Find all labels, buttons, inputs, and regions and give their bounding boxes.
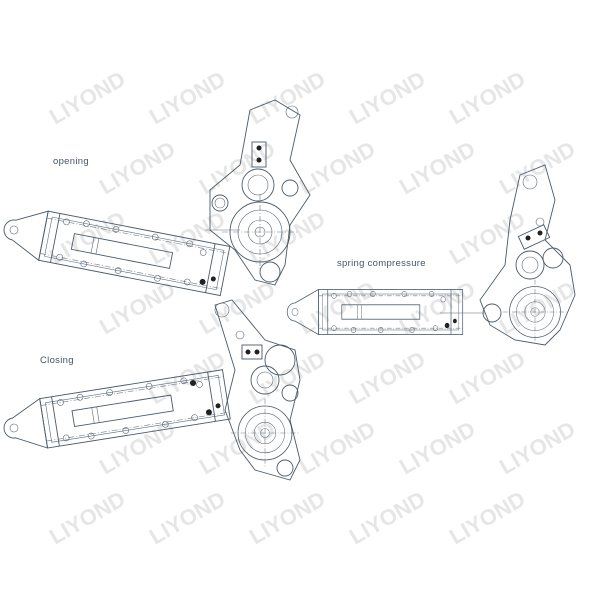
watermark-word: LIYOND (495, 276, 579, 339)
watermark-word: LIYOND (195, 276, 279, 339)
watermark-word: LIYOND (95, 416, 179, 479)
watermark-word: LIYOND (295, 416, 379, 479)
closing-crank-plate (214, 299, 301, 481)
watermark-word: LIYOND (295, 136, 379, 199)
watermark-word: LIYOND (445, 346, 529, 409)
watermark-word: LIYOND (345, 346, 429, 409)
watermark-word: LIYOND (445, 486, 529, 549)
watermark-word: LIYOND (45, 486, 129, 549)
opening-mechanism (0, 99, 311, 297)
watermark-word: LIYOND (495, 416, 579, 479)
watermark-word: LIYOND (95, 136, 179, 199)
closing-mechanism (0, 299, 301, 481)
label-closing: Closing (40, 355, 74, 366)
watermark-word: LIYOND (145, 66, 229, 129)
watermark-word: LIYOND (445, 66, 529, 129)
compressure-crank-plate (479, 164, 576, 346)
watermark-word: LIYOND (345, 66, 429, 129)
watermark-word: LIYOND (195, 416, 279, 479)
label-opening: opening (53, 156, 89, 167)
watermark-word: LIYOND (145, 486, 229, 549)
watermark-word: LIYOND (395, 136, 479, 199)
label-spring-compressure: spring compressure (337, 258, 426, 269)
watermark-word: LIYOND (45, 66, 129, 129)
watermark-word: LIYOND (345, 486, 429, 549)
watermark-word: LIYOND (245, 346, 329, 409)
spring-compressure-mechanism (286, 164, 576, 346)
watermark-word: LIYOND (245, 66, 329, 129)
watermark-word: LIYOND (395, 416, 479, 479)
watermark-word: LIYOND (245, 206, 329, 269)
watermark-word: LIYOND (245, 486, 329, 549)
